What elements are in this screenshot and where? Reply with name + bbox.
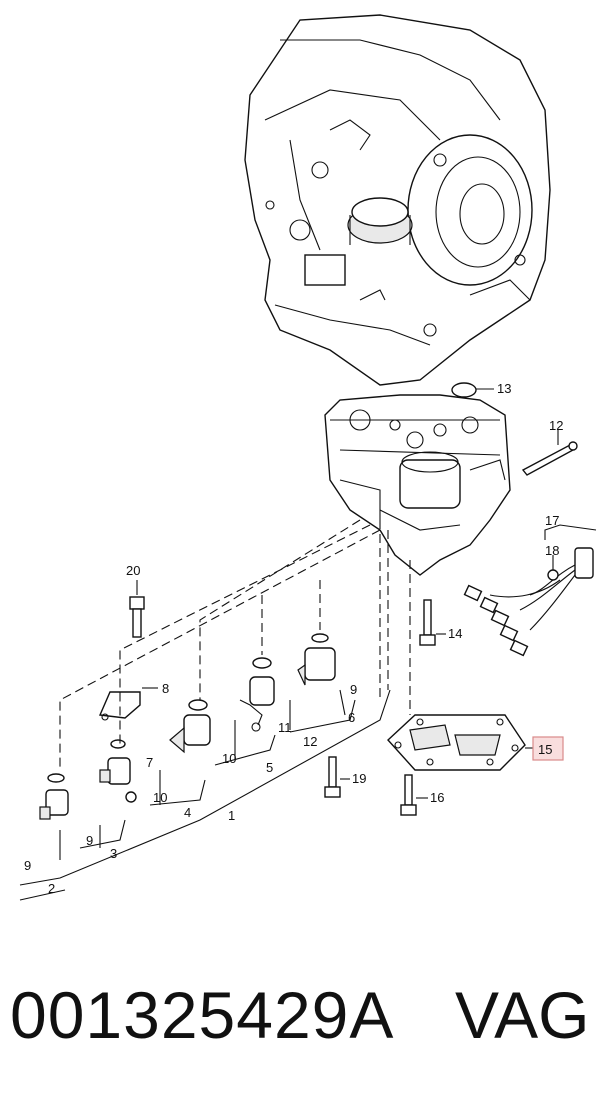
callout-11: 11	[278, 720, 292, 735]
bolt-20	[129, 580, 145, 638]
callout-10b: 10	[222, 751, 236, 766]
callout-20: 20	[126, 563, 140, 578]
brand-name: VAG	[455, 978, 590, 1052]
solenoid-valve-1	[39, 773, 69, 820]
callout-9a: 9	[24, 858, 31, 873]
gasket-plate	[387, 714, 535, 771]
solenoid-valve-4	[239, 657, 275, 732]
solenoid-valve-3	[169, 699, 211, 754]
wiring-harness	[463, 524, 597, 657]
callout-3: 3	[110, 846, 117, 861]
callout-16: 16	[430, 790, 444, 805]
o-ring	[451, 382, 477, 398]
part-number: 001325429A	[10, 978, 395, 1052]
callout-5: 5	[266, 760, 273, 775]
highlighted-callout-box	[532, 736, 564, 761]
callout-14: 14	[448, 626, 462, 641]
solenoid-valve-5	[297, 633, 336, 686]
exploded-parts-diagram: 1 2 3 4 5 6 7 8 9 9 9 10 10 11 12 12 13 …	[19, 14, 597, 901]
callout-10a: 10	[153, 790, 167, 805]
assembly-guide-lines	[59, 519, 411, 770]
callout-12b: 12	[303, 734, 317, 749]
callout-2: 2	[48, 881, 55, 896]
group-lines	[19, 689, 391, 901]
transmission-housing	[244, 14, 551, 386]
callout-9b: 9	[86, 833, 93, 848]
bolt-19	[324, 756, 350, 798]
callout-8: 8	[162, 681, 169, 696]
callout-15: 15	[538, 742, 552, 757]
valve-body	[324, 394, 511, 576]
callout-12a: 12	[549, 418, 563, 433]
callout-labels: 1 2 3 4 5 6 7 8 9 9 9 10 10 11 12 12 13 …	[24, 381, 563, 896]
bolt-14	[419, 599, 446, 646]
callout-1: 1	[228, 808, 235, 823]
callout-6: 6	[348, 710, 355, 725]
callout-17: 17	[545, 513, 559, 528]
callout-13: 13	[497, 381, 511, 396]
footer: 001325429A VAG	[0, 960, 600, 1070]
bolt-16	[400, 774, 428, 816]
callout-19: 19	[352, 771, 366, 786]
solenoid-valve-2	[99, 739, 137, 803]
bracket	[98, 687, 158, 721]
callout-9c: 9	[350, 682, 357, 697]
callout-18: 18	[545, 543, 559, 558]
callout-7: 7	[146, 755, 153, 770]
long-bolt	[521, 430, 578, 476]
callout-4: 4	[184, 805, 191, 820]
